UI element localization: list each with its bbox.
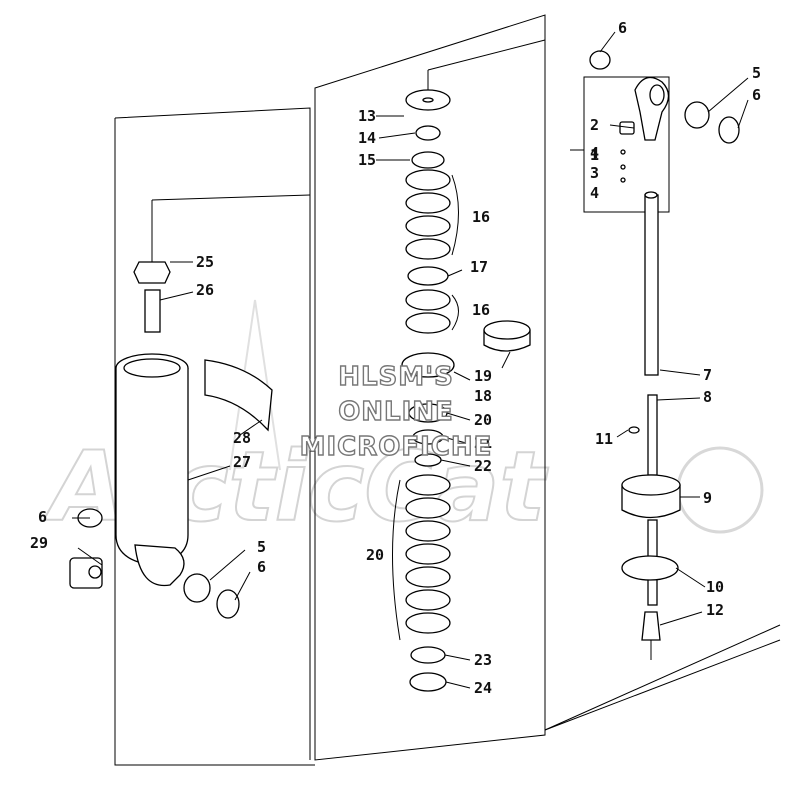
- part-27-shock-body: [115, 368, 189, 566]
- callout-1: 1: [590, 146, 599, 164]
- part-6-ring-right: [718, 116, 740, 144]
- callout-19: 19: [474, 367, 492, 385]
- part-7-shaft: [644, 194, 659, 376]
- leader-stack-link: [427, 39, 546, 71]
- part-13-hole: [422, 97, 434, 103]
- callout-16-upper: 16: [472, 208, 490, 226]
- callout-20-lower: 20: [366, 546, 384, 564]
- part-25-nut: [133, 261, 171, 284]
- shaft-group: [589, 50, 740, 660]
- callout-leaders: [72, 31, 749, 689]
- part-10-seal: [621, 555, 679, 581]
- callout-10: 10: [706, 578, 724, 596]
- panel-left-top: [114, 107, 311, 760]
- part-16-shim-stack-upper: [405, 169, 451, 260]
- callout-4-bottom: 4: [590, 184, 599, 202]
- callout-8: 8: [703, 388, 712, 406]
- assembly-1-bracket: [583, 76, 670, 213]
- callout-5-left: 5: [257, 538, 266, 556]
- callout-24: 24: [474, 679, 492, 697]
- watermark-line-3: MICROFICHE: [300, 432, 493, 462]
- part-5-bearing-right: [684, 101, 710, 129]
- callout-12: 12: [706, 601, 724, 619]
- callout-16-lower: 16: [472, 301, 490, 319]
- watermark-spire-icon: [229, 299, 281, 471]
- callout-6-top: 6: [618, 19, 627, 37]
- callout-25: 25: [196, 253, 214, 271]
- callout-2: 2: [590, 116, 599, 134]
- part-17-shim: [407, 266, 449, 286]
- callout-labels: 1 2 3 4 4 5 5 6 6 6 6 7 8 9 10 11 12 13 …: [30, 19, 761, 697]
- callout-6-left-lower: 6: [257, 558, 266, 576]
- part-19-band-top: [483, 320, 531, 340]
- panel-left-edge: [114, 118, 315, 766]
- callout-15: 15: [358, 151, 376, 169]
- part-27-body-opening: [123, 358, 181, 378]
- part-16-shim-stack-lower: [405, 289, 451, 334]
- callout-28: 28: [233, 429, 251, 447]
- callout-29: 29: [30, 534, 48, 552]
- callout-18: 18: [474, 387, 492, 405]
- part-15-shim: [411, 151, 445, 169]
- part-28-label-sleeve: [204, 359, 273, 432]
- callout-14: 14: [358, 129, 376, 147]
- part-7-shaft-top: [644, 191, 658, 199]
- leader-top-link: [151, 194, 311, 201]
- panel-right-bottom-line: [544, 639, 781, 731]
- panel-center: [314, 14, 546, 761]
- callout-9: 9: [703, 489, 712, 507]
- part-24-washer: [409, 672, 447, 692]
- shock-body-group: [69, 194, 311, 619]
- callout-21: 21: [474, 434, 492, 452]
- part-1-eyelet-hole: [649, 84, 665, 106]
- part-14-spacer: [415, 125, 441, 141]
- part-29-valve-port: [88, 565, 102, 579]
- part-3-spring: [620, 164, 626, 170]
- part-1-eyelet-head: [634, 76, 670, 141]
- part-18-piston: [401, 352, 455, 378]
- valve-stack-group: [401, 39, 546, 692]
- part-8-rod: [647, 394, 658, 476]
- watermark-line-1: HLSM'S: [338, 362, 454, 392]
- callout-23: 23: [474, 651, 492, 669]
- panel-outlines: [114, 14, 781, 766]
- part-11-screw: [628, 426, 640, 434]
- callout-20-upper: 20: [474, 411, 492, 429]
- callout-6-right: 6: [752, 86, 761, 104]
- panel-right-bottom: [544, 624, 781, 731]
- callout-13: 13: [358, 107, 376, 125]
- part-20-shim-stack-lower: [405, 474, 451, 634]
- part-5-bearing-left: [183, 573, 211, 603]
- watermark-line-2: ONLINE: [338, 397, 454, 427]
- part-23-shim: [410, 646, 446, 664]
- part-9-piston-top: [621, 474, 681, 496]
- callout-3: 3: [590, 164, 599, 182]
- callout-7: 7: [703, 366, 712, 384]
- callout-5-right: 5: [752, 64, 761, 82]
- part-12-bumper: [641, 611, 661, 641]
- watermark-text: HLSM'S ONLINE MICROFICHE: [299, 361, 493, 462]
- callout-17: 17: [470, 258, 488, 276]
- callout-6-left: 6: [38, 508, 47, 526]
- part-26-bushing: [144, 289, 161, 333]
- part-6-ring-top: [589, 50, 611, 70]
- part-4-ball-top: [620, 149, 626, 155]
- part-4-ball-bottom: [620, 177, 626, 183]
- callout-22: 22: [474, 457, 492, 475]
- part-27-eyelet: [134, 544, 185, 587]
- callout-26: 26: [196, 281, 214, 299]
- callout-4-top: 4: [590, 144, 599, 162]
- callout-27: 27: [233, 453, 251, 471]
- callout-11: 11: [595, 430, 613, 448]
- part-6-ring-left-lower: [216, 589, 240, 619]
- watermark-wheel-icon: [676, 446, 764, 534]
